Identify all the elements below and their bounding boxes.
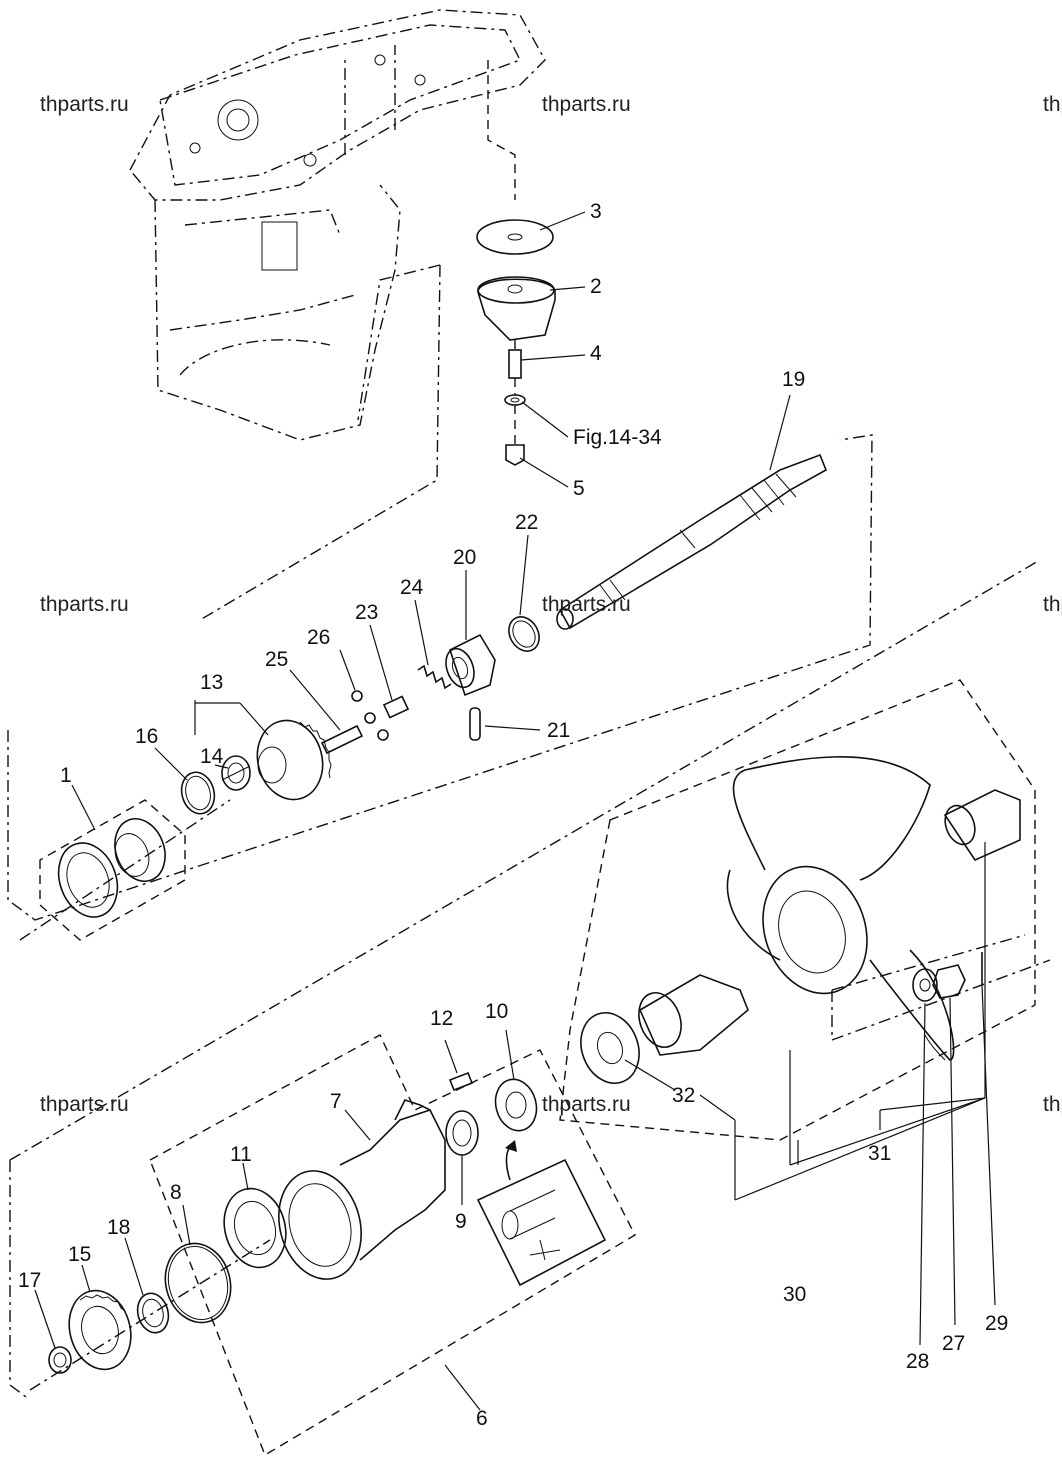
label-part-12: 12 (430, 1007, 453, 1030)
watermarks: thparts.ru thparts.ru thparts.ru thparts… (40, 93, 1062, 1116)
part-1-box (39, 799, 186, 941)
label-part-26: 26 (307, 626, 330, 649)
part-12-shape (448, 1071, 474, 1092)
label-part-30: 30 (783, 1283, 806, 1306)
watermark: thparts.ru (40, 93, 129, 116)
part-19-shaft (556, 453, 828, 630)
label-part-13: 13 (200, 671, 223, 694)
part-1-shape (57, 818, 166, 918)
label-part-18: 18 (107, 1216, 130, 1239)
part-26-shape (351, 690, 363, 702)
top-parts-column (476, 60, 556, 466)
label-part-25: 25 (265, 648, 288, 671)
leader-lines (34, 211, 996, 1411)
label-part-4: 4 (590, 342, 602, 365)
watermark: thparts.ru (1043, 593, 1062, 616)
label-part-10: 10 (485, 1000, 508, 1023)
label-part-17: 17 (18, 1269, 41, 1292)
label-part-15: 15 (68, 1243, 91, 1266)
watermark: thparts.ru (542, 593, 631, 616)
small-parts-row (320, 664, 452, 755)
label-part-20: 20 (453, 546, 476, 569)
part-20-shape (445, 633, 496, 697)
part-31-propeller (580, 756, 1021, 1084)
label-part-23: 23 (355, 601, 378, 624)
label-part-1: 1 (60, 764, 72, 787)
part-28-shape (912, 968, 938, 1002)
part-13-gear (256, 719, 332, 801)
watermark: thparts.ru (40, 593, 129, 616)
label-part-7: 7 (330, 1090, 342, 1113)
part-25-shape (320, 724, 364, 755)
part-11-shape (223, 1187, 287, 1269)
part-17-shape (48, 1346, 72, 1374)
shaft-group-box (7, 434, 873, 921)
part-4-shape (508, 349, 522, 379)
label-part-28: 28 (906, 1350, 929, 1373)
part-5-shape (505, 444, 525, 466)
part-16-shape (180, 771, 216, 815)
part-9-shape (445, 1110, 479, 1156)
part-18-shape (136, 1292, 170, 1334)
label-part-22: 22 (515, 511, 538, 534)
part-14-shape (221, 755, 251, 791)
watermark: thparts.ru (1043, 1093, 1062, 1116)
propeller-group-box (559, 679, 1036, 1141)
part-27-shape (932, 964, 966, 999)
label-part-24: 24 (400, 576, 424, 599)
label-part-6: 6 (476, 1407, 488, 1430)
watermark: thparts.ru (542, 93, 631, 116)
part-7-housing (278, 1099, 446, 1280)
part-24-shape (417, 664, 452, 690)
label-part-3: 3 (590, 200, 602, 223)
label-part-31: 31 (868, 1142, 891, 1165)
label-part-11: 11 (230, 1143, 252, 1166)
label-part-32: 32 (672, 1084, 695, 1107)
watermark: thparts.ru (542, 1093, 631, 1116)
label-part-9: 9 (455, 1210, 467, 1233)
part-23-shape (382, 695, 410, 719)
watermark: thparts.ru (40, 1093, 129, 1116)
label-part-8: 8 (170, 1181, 182, 1204)
part-32-shape (580, 1012, 640, 1084)
part-15-gear (68, 1289, 132, 1371)
label-part-16: 16 (135, 725, 158, 748)
label-fig-ref: Fig.14-34 (573, 426, 662, 449)
part-2-shape (477, 278, 556, 341)
label-part-5: 5 (573, 477, 585, 500)
label-part-29: 29 (985, 1312, 1008, 1335)
part-labels: 3 2 4 Fig.14-34 5 19 22 20 24 23 26 25 2… (18, 200, 1008, 1430)
label-part-14: 14 (200, 745, 224, 768)
part-22-shape (508, 616, 540, 652)
lower-case-housing (129, 9, 546, 621)
tool-inset (476, 1140, 607, 1287)
label-part-19: 19 (782, 368, 805, 391)
part-3-shape (476, 219, 554, 255)
part-21-shape (469, 707, 481, 741)
label-part-27: 27 (942, 1332, 965, 1355)
part-10-shape (494, 1078, 538, 1132)
label-part-2: 2 (590, 275, 602, 298)
part-8-shape (164, 1242, 232, 1324)
label-part-21: 21 (547, 719, 570, 742)
housing-group-box (149, 1034, 636, 1457)
watermark: thparts.ru (1043, 93, 1062, 116)
